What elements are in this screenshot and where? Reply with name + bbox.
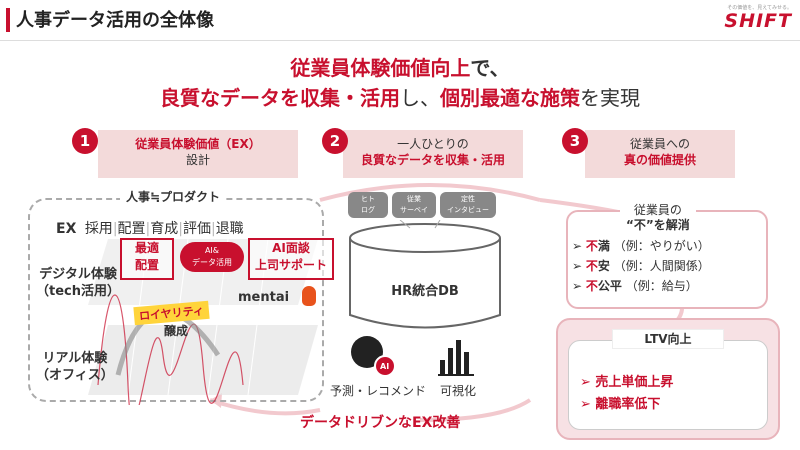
title-accent-mark [6, 8, 10, 32]
source-3-line2: インタビュー [447, 206, 489, 214]
fu-item-1-word: 満 [597, 239, 610, 253]
step-1-box: 従業員体験価値（EX） 設計 [98, 130, 298, 178]
source-survey: 従業サーベイ [392, 192, 436, 218]
product-title: 人事≒プロダクト [120, 188, 227, 205]
digital-label: デジタル体験 [39, 267, 117, 282]
step-3-number: 3 [562, 128, 588, 154]
mentai-mascot-icon [302, 286, 316, 306]
step-2-line2: 良質なデータを収集・活用 [360, 153, 505, 167]
page-title: 人事データ活用の全体像 [16, 10, 214, 31]
optimal-line1: 最適 [134, 241, 159, 255]
fu-item-2-word: 安 [597, 259, 610, 273]
ltv-title: LTV向上 [612, 329, 724, 349]
cultivation-label: 醸成 [164, 324, 189, 338]
visualize-label: 可視化 [440, 384, 477, 398]
fu-item: ➢ 不安 （例：人間関係） [572, 259, 710, 273]
headline-emphasis-2: 良質なデータを収集・活用 [160, 86, 400, 110]
source-3-line1: 定性 [461, 195, 475, 203]
step-2-number: 2 [322, 128, 348, 154]
phase-recruit: 採用 [84, 221, 113, 237]
ai-data-line2: データ活用 [192, 258, 232, 267]
fu-item: ➢ 不公平 （例：給与） [572, 279, 698, 293]
ltv-list: ➢ 売上単価上昇 ➢ 離職率低下 [580, 372, 673, 416]
headline-emphasis-3: 個別最適な施策 [440, 86, 580, 110]
header-bar [0, 0, 800, 41]
step-3-line2: 真の価値提供 [623, 153, 696, 167]
logo-tagline: その価値を、見えてみせる。 [727, 5, 792, 11]
headline-text-3: を実現 [580, 86, 640, 110]
step-1-line1: 従業員体験価値（EX） [135, 137, 261, 151]
source-2-line1: 従業 [407, 195, 421, 203]
headline-line1: 従業員体験価値向上で、 [0, 52, 800, 81]
step-2-line1: 一人ひとりの [397, 137, 469, 151]
fu-item-2-example: （例：人間関係） [613, 259, 710, 273]
hr-database-cylinder [349, 220, 501, 329]
headline-emphasis-1: 従業員体験価値向上 [290, 56, 471, 80]
digital-sub-label: （tech活用） [36, 284, 120, 299]
real-experience-label: リアル体験 （オフィス） [36, 350, 114, 384]
step-1-number: 1 [72, 128, 98, 154]
mentai-label: mentai [238, 290, 290, 305]
fu-item-3-example: （例：給与） [625, 279, 698, 293]
phase-evaluation: 評価 [182, 221, 211, 237]
headline-text-2: し、 [400, 86, 440, 110]
fu-list: ➢ 不満 （例：やりがい） ➢ 不安 （例：人間関係） ➢ 不公平 （例：給与） [572, 236, 710, 296]
fu-item-1-mark: 不 [585, 239, 598, 253]
source-1-line1: ヒト [361, 195, 375, 203]
ai-badge: AI [380, 362, 390, 371]
fu-item-1-example: （例：やりがい） [613, 239, 710, 253]
ai-brain-icon [351, 336, 396, 377]
source-2-line2: サーベイ [400, 206, 428, 214]
data-driven-label: データドリブンなEX改善 [300, 415, 461, 431]
fu-item-3-word: 公平 [597, 279, 622, 293]
phase-placement: 配置 [117, 221, 146, 237]
ex-phase-row: EX 採用|配置|育成|評価|退職 [56, 221, 244, 237]
resolve-title-line2: “不”を解消 [626, 218, 690, 232]
resolve-title-line1: 従業員の [633, 203, 682, 217]
ltv-item: ➢ 離職率低下 [580, 397, 661, 412]
real-label: リアル体験 [42, 351, 108, 366]
ai-interview-line1: AI面談 [272, 241, 310, 255]
headline-text-1: で、 [470, 56, 510, 80]
step-3-line1: 従業員への [629, 137, 690, 151]
headline-line2: 良質なデータを収集・活用し、個別最適な施策を実現 [0, 82, 800, 111]
source-interview: 定性インタビュー [440, 192, 496, 218]
bar-chart-icon [438, 340, 474, 376]
ltv-panel [568, 340, 768, 430]
ai-data-badge: AI& データ活用 [180, 242, 244, 272]
predict-label: 予測・レコメンド [330, 384, 427, 398]
fu-item-2-mark: 不 [585, 259, 598, 273]
optimal-line2: 配置 [134, 258, 159, 272]
step-3-box: 従業員への 真の価値提供 [585, 130, 735, 178]
ltv-item-1: 売上単価上昇 [595, 375, 674, 390]
ai-interview-box: AI面談 上司サポート [248, 238, 334, 280]
optimal-placement-box: 最適 配置 [120, 238, 174, 280]
ai-interview-line2: 上司サポート [254, 258, 327, 272]
ex-label: EX [56, 221, 77, 237]
step-1-line2: 設計 [185, 153, 210, 167]
ltv-item: ➢ 売上単価上昇 [580, 375, 674, 390]
ai-data-line1: AI& [204, 246, 220, 255]
digital-experience-label: デジタル体験 （tech活用） [36, 266, 120, 300]
real-sub-label: （オフィス） [36, 368, 114, 383]
fu-item-3-mark: 不 [585, 279, 598, 293]
shift-logo: SHIFT [724, 10, 792, 32]
ltv-item-2: 離職率低下 [595, 397, 661, 412]
source-people-log: ヒトログ [348, 192, 388, 218]
phase-retirement: 退職 [215, 221, 244, 237]
fu-item: ➢ 不満 （例：やりがい） [572, 239, 710, 253]
source-1-line2: ログ [361, 206, 375, 214]
phase-training: 育成 [150, 221, 179, 237]
db-label: HR統合DB [391, 284, 459, 299]
step-2-box: 一人ひとりの 良質なデータを収集・活用 [343, 130, 523, 178]
resolve-panel-title: 従業員の “不”を解消 [620, 203, 696, 233]
